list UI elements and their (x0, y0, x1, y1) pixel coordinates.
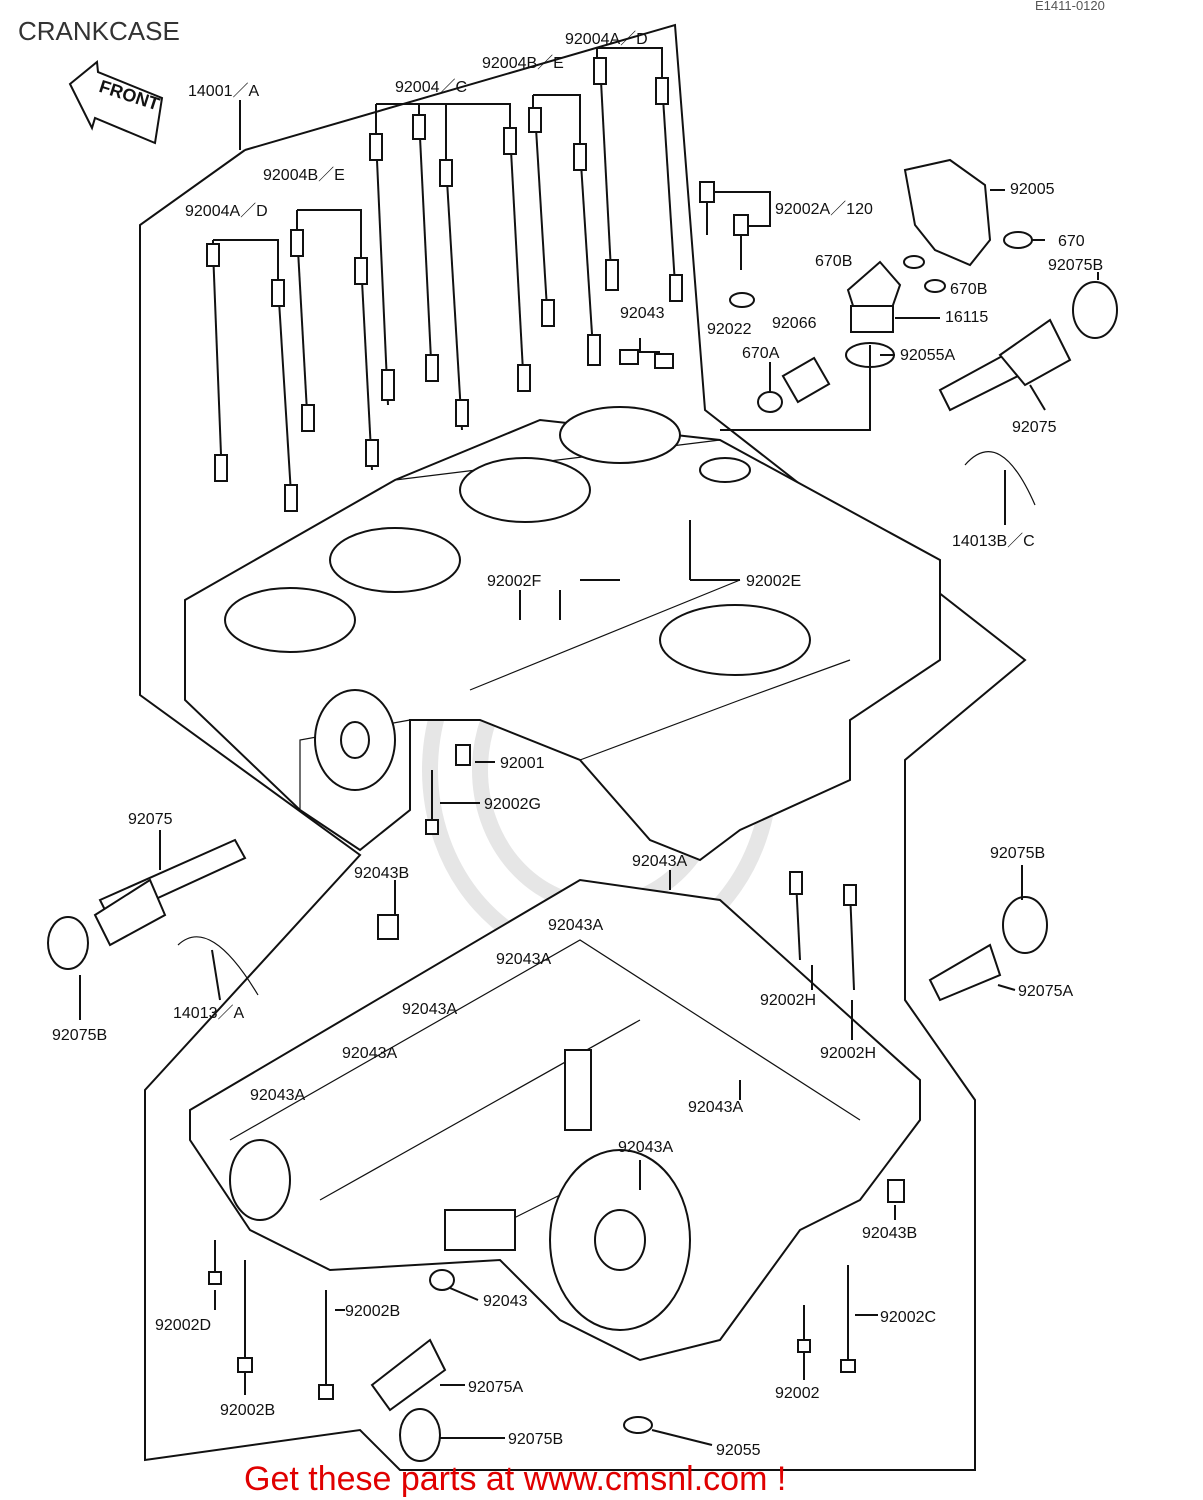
part-label: 92066 (772, 315, 817, 332)
part-label: 92043B (862, 1225, 917, 1242)
part-label: 92043A (342, 1045, 397, 1062)
upper-crankcase (184, 406, 941, 862)
leader-lines (79, 47, 1099, 1446)
case-bolts (208, 744, 857, 1400)
part-label: 92043A (632, 853, 687, 870)
part-label: 92075B (508, 1431, 563, 1448)
part-label: 92075B (1048, 257, 1103, 274)
long-studs (206, 57, 683, 512)
page-title: CRANKCASE (18, 16, 180, 46)
part-label: 92043 (620, 305, 665, 322)
part-label: 670 (1058, 233, 1085, 250)
part-label: 92075B (52, 1027, 107, 1044)
part-label: 92043A (688, 1099, 743, 1116)
lower-crankcase (189, 878, 921, 1362)
part-number-labels: 14001／A 92004A／D 92004B／E 92004／C 92004B… (52, 31, 1103, 1459)
part-label: 92075 (1012, 419, 1057, 436)
part-label: 92075 (128, 811, 173, 828)
part-label: 92043A (496, 951, 551, 968)
part-label: 92004／C (395, 79, 467, 96)
part-label: 92002F (487, 573, 541, 590)
part-label: 14013／A (173, 1005, 244, 1022)
small-parts (47, 158, 1118, 1462)
part-label: 14001／A (188, 83, 259, 100)
part-label: 92055 (716, 1442, 761, 1459)
part-label: 92043A (548, 917, 603, 934)
part-label: 670A (742, 345, 780, 362)
part-label: 92002 (775, 1385, 820, 1402)
part-label: 670B (815, 253, 852, 270)
part-label: 92043A (250, 1087, 305, 1104)
parts-advert-link[interactable]: Get these parts at www.cmsnl.com ! (244, 1460, 786, 1498)
part-label: 92002D (155, 1317, 211, 1334)
part-label: 92002G (484, 796, 541, 813)
part-label: 92004A／D (185, 203, 268, 220)
part-label: 92075A (1018, 983, 1073, 1000)
part-label: 92043A (618, 1139, 673, 1156)
part-label: 14013B／C (952, 533, 1035, 550)
part-label: 92002C (880, 1309, 936, 1326)
part-label: 92002A／120 (775, 201, 873, 218)
part-label: 92055A (900, 347, 955, 364)
part-label: 92075A (468, 1379, 523, 1396)
front-direction-arrow: FRONT (68, 60, 164, 145)
part-label: 92075B (990, 845, 1045, 862)
part-label: 92004A／D (565, 31, 648, 48)
part-label: 92004B／E (263, 167, 345, 184)
part-label: 92043 (483, 1293, 528, 1310)
part-label: 92002H (760, 992, 816, 1009)
part-label: 92001 (500, 755, 545, 772)
part-label: 670B (950, 281, 987, 298)
part-label: 92005 (1010, 181, 1055, 198)
part-label: 92002H (820, 1045, 876, 1062)
part-label: 92043B (354, 865, 409, 882)
part-label: 92002B (220, 1402, 275, 1419)
part-label: 92022 (707, 321, 752, 338)
part-label: 92004B／E (482, 55, 564, 72)
part-label: 92002E (746, 573, 801, 590)
drawing-code: E1411-0120 (1035, 0, 1105, 13)
part-label: 16115 (945, 309, 988, 326)
part-label: 92043A (402, 1001, 457, 1018)
part-label: 92002B (345, 1303, 400, 1320)
